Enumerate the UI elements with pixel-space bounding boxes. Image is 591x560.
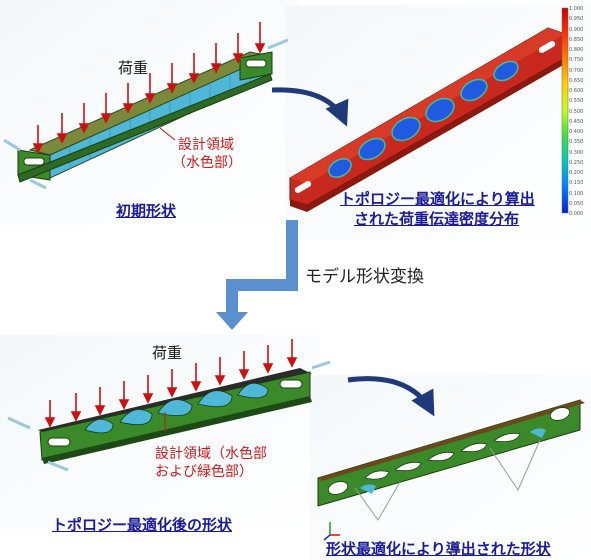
colorbar-tick-label: 0.700	[569, 67, 584, 74]
design-region-label-bottom-1: 設計領域（水色部	[155, 446, 267, 462]
design-region-label-top-2: （水色部）	[172, 155, 242, 171]
colorbar-tick-label: 0.750	[569, 57, 584, 64]
design-region-pointer	[159, 127, 176, 141]
support-arrows-topology	[7, 360, 331, 472]
flow-arrow-bottom	[347, 376, 435, 417]
colorbar-tick-label: 0.850	[569, 36, 584, 43]
colorbar-tick-label: 0.900	[569, 26, 584, 33]
colorbar-tick-label: 1.000	[569, 6, 584, 12]
model-conversion-label: モデル形状変換	[305, 267, 424, 287]
shape-beam	[317, 399, 585, 507]
colorbar	[561, 7, 569, 214]
topology-result-caption-1: トポロジー最適化により算出	[340, 190, 535, 208]
topology-result-caption-2: された荷重伝達密度分布	[354, 210, 520, 228]
colorbar-tick-label: 0.000	[569, 211, 584, 217]
colorbar-tick-label: 0.050	[569, 200, 584, 207]
initial-shape-caption: 初期形状	[116, 202, 177, 220]
colorbar-tick-label: 0.500	[569, 108, 584, 115]
colorbar-tick-label: 0.250	[569, 159, 584, 166]
colorbar-tick-label: 0.450	[569, 118, 584, 125]
load-label-bottom: 荷重	[152, 344, 183, 362]
load-arrows-topology	[44, 339, 298, 428]
topology-beam	[38, 368, 312, 464]
conversion-arrow	[226, 220, 298, 315]
colorbar-tick-label: 0.800	[569, 47, 584, 53]
after-topology-caption: トポロジー最適化後の形状	[52, 516, 233, 534]
design-region-label-top-1: 設計領域	[178, 137, 234, 153]
density-beam	[289, 27, 566, 212]
design-region-label-bottom-2: および緑色部）	[155, 464, 253, 480]
colorbar-tick-label: 0.550	[569, 98, 584, 105]
shape-result-caption: 形状最適化により導出された形状	[326, 540, 551, 558]
flow-arrow-top	[271, 87, 349, 127]
support-arrows-initial	[3, 38, 289, 190]
colorbar-tick-label: 0.150	[569, 180, 584, 187]
axis-triad	[323, 522, 340, 541]
colorbar-tick-label: 0.200	[569, 170, 584, 176]
conversion-arrowhead	[216, 312, 248, 330]
colorbar-tick-label: 0.350	[569, 139, 584, 146]
load-arrows-initial	[32, 22, 266, 154]
colorbar-tick-label: 0.950	[569, 16, 584, 23]
colorbar-tick-label: 0.600	[569, 88, 584, 94]
colorbar-tick-label: 0.400	[569, 129, 584, 135]
colorbar-tick-label: 0.300	[569, 149, 584, 156]
load-label-top: 荷重	[118, 59, 149, 77]
colorbar-tick-label: 0.100	[569, 190, 584, 197]
colorbar-tick-label: 0.650	[569, 77, 584, 84]
support-lines	[354, 439, 541, 521]
